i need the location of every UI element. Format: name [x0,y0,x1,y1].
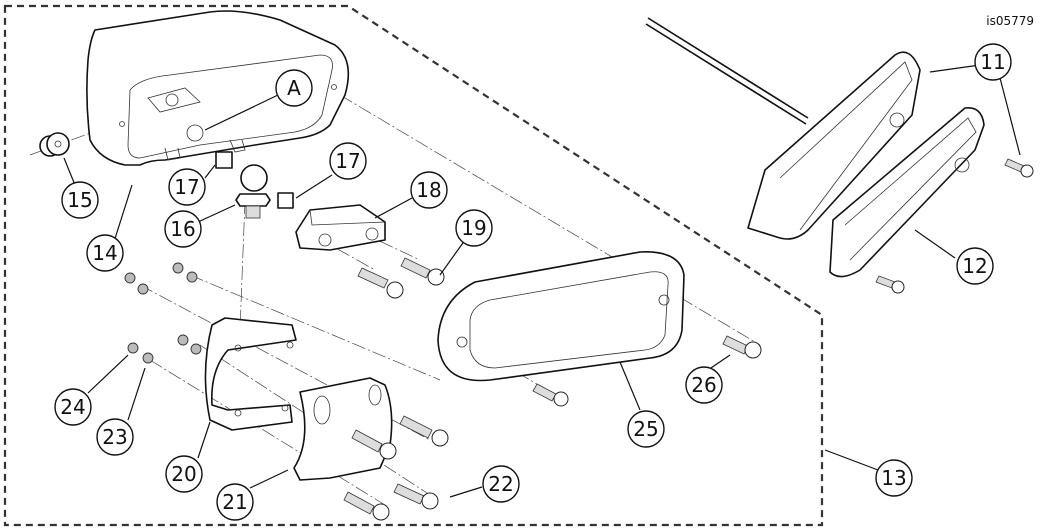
callout-24: 24 [54,388,92,426]
bezel-frame-part-25 [437,251,685,382]
kit-boundary-dashed-outline [3,4,824,527]
callout-label: 22 [488,472,513,496]
callout-label: 19 [461,216,486,240]
housing-part-14 [86,10,350,166]
callout-label: 12 [962,254,987,278]
screw-part-11 [1004,158,1034,178]
callout-12: 12 [956,247,994,285]
screw-part-22-a [399,415,449,447]
callout-23: 23 [96,418,134,456]
callout-26: 26 [685,366,723,404]
block-part-18 [295,204,386,251]
screw-part-26-a [532,383,569,407]
callout-14: 14 [86,234,124,272]
callout-17-right: 17 [329,142,367,180]
screw-part-22-c [393,483,439,510]
callout-22: 22 [482,465,520,503]
pad-part-17-a [215,151,233,169]
callout-20: 20 [165,455,203,493]
callout-11: 11 [974,43,1012,81]
grommet-part-15 [39,132,70,157]
screw-part-19-a [357,267,404,299]
nuts-washers-parts-23-24 [124,262,202,364]
callout-13: 13 [875,459,913,497]
callout-25: 25 [627,410,665,448]
callout-label: 15 [67,188,92,212]
figure-id: is05779 [986,14,1034,28]
callout-A: A [275,69,313,107]
screw-part-19-b [400,257,445,286]
callout-label: A [287,76,301,100]
screw-part-12 [875,275,905,294]
callout-label: 14 [92,241,117,265]
clamp-half-part-21 [293,377,393,481]
lens-part-12 [829,107,985,278]
callout-label: 21 [222,490,247,514]
callout-label: 17 [174,175,199,199]
leader-lines [63,64,1021,498]
callout-label: 24 [60,395,85,419]
pad-part-17-b [277,192,294,209]
callout-17-left: 17 [168,168,206,206]
callout-label: 17 [335,149,360,173]
screw-part-22-b [351,429,397,460]
clamp-half-part-20 [204,317,297,431]
screw-part-26-b [722,335,762,359]
callout-label: 11 [980,50,1005,74]
ball-stud-part-16 [235,164,271,219]
callout-19: 19 [455,209,493,247]
screw-part-22-d [343,491,390,521]
callout-16: 16 [164,210,202,248]
callout-label: 16 [170,217,195,241]
callout-label: 13 [881,466,906,490]
callout-15: 15 [61,181,99,219]
callout-18: 18 [410,171,448,209]
callout-21: 21 [216,483,254,521]
callout-label: 23 [102,425,127,449]
lamp-assembly-part-11 [645,17,921,240]
callout-label: 26 [691,373,716,397]
callout-label: 20 [171,462,196,486]
callout-label: 18 [416,178,441,202]
callout-label: 25 [633,417,658,441]
